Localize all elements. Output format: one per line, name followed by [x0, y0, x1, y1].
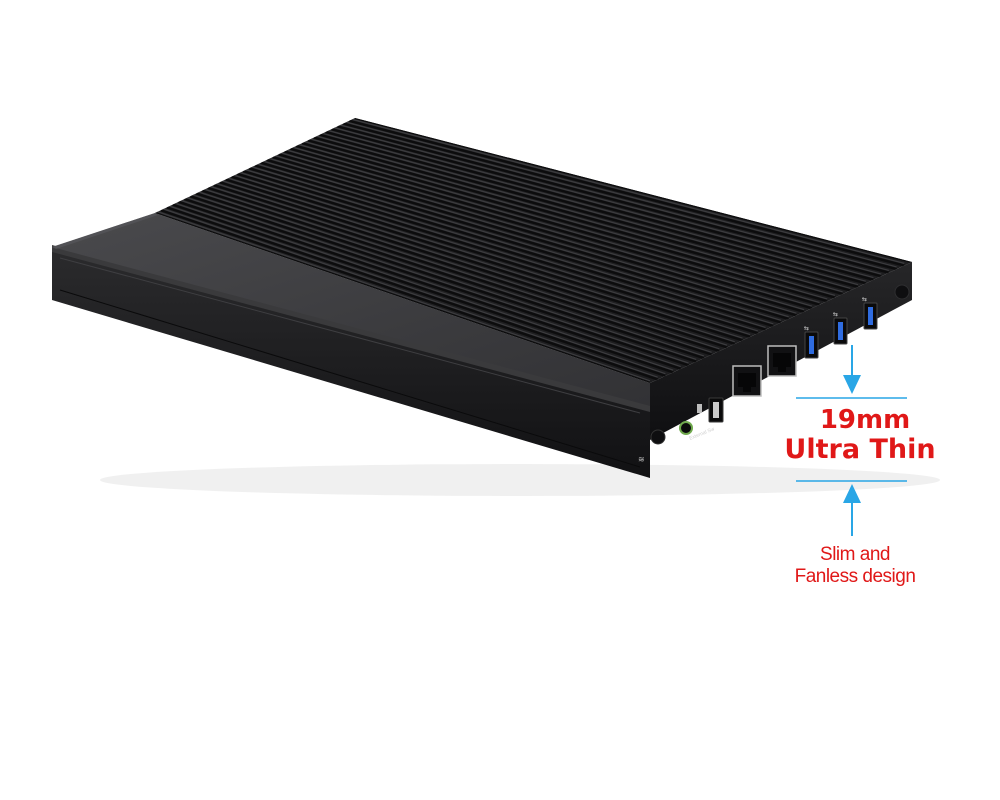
heatsink-fin-highlight: [225, 176, 743, 339]
heatsink-fin-highlight: [207, 185, 720, 350]
heatsink-fin-groove: [248, 167, 774, 328]
heatsink-fin-groove: [242, 169, 766, 331]
heatsink-fin-highlight: [272, 154, 805, 311]
heatsink-fin-groove: [178, 200, 682, 370]
heatsink-fin-groove: [260, 161, 790, 321]
heatsink-fin-highlight: [237, 171, 759, 332]
heatsink-fin-groove: [266, 158, 797, 317]
usb3-port-3[interactable]: [863, 302, 878, 330]
antenna-knob: [894, 284, 910, 300]
audio-jack: [679, 421, 693, 435]
top-panel: [52, 213, 650, 406]
heatsink-fin-highlight: [348, 118, 905, 264]
heatsink-fin-groove: [231, 175, 751, 338]
heatsink-fins: [155, 118, 912, 383]
heatsink-fin-groove: [325, 130, 874, 281]
heatsink-fin-highlight: [231, 173, 751, 336]
heatsink-fin-groove: [166, 206, 666, 378]
ethernet-port-1[interactable]: [732, 365, 762, 397]
thickness-dimension: [796, 345, 907, 536]
heatsink-fin-groove: [284, 150, 820, 306]
heatsink-fin-highlight: [343, 120, 897, 268]
usb3-port-1[interactable]: [804, 331, 819, 359]
heatsink-fin-groove: [337, 125, 890, 274]
heatsink-fin-groove: [342, 122, 897, 271]
heatsink-fin-groove: [278, 153, 813, 310]
usb3-port-2[interactable]: [833, 317, 848, 345]
tagline-line-2: Fanless design: [794, 566, 916, 587]
heatsink-fin-highlight: [178, 199, 682, 368]
heatsink-fin-highlight: [219, 179, 735, 343]
heatsink-fin-highlight: [254, 162, 782, 321]
heatsink-fin-highlight: [213, 182, 728, 346]
heatsink-fin-groove: [272, 155, 805, 313]
heatsink-fin-highlight: [190, 193, 697, 361]
heatsink-fin-highlight: [301, 140, 843, 293]
heatsink-fin-highlight: [260, 159, 789, 318]
ethernet-port-2[interactable]: [767, 345, 797, 377]
heatsink-fin-groove: [195, 192, 705, 360]
heatsink-fin-groove: [295, 144, 836, 299]
heatsink-fin-groove: [313, 136, 859, 289]
heatsink-fin-highlight: [325, 129, 874, 279]
heatsink-fin-groove: [219, 181, 736, 345]
usb-icon: ⇆: [804, 325, 809, 332]
heatsink-fin-highlight: [248, 165, 774, 325]
heatsink-fin-highlight: [319, 131, 866, 282]
thickness-label: Ultra Thin: [784, 434, 936, 465]
heatsink-fin-highlight: [296, 143, 836, 296]
heatsink-fin-groove: [184, 197, 689, 367]
heatsink-fin-highlight: [307, 137, 851, 289]
heatsink-fin-groove: [307, 139, 851, 292]
heatsink-fin-highlight: [290, 145, 828, 300]
heatsink-fin-groove: [172, 203, 674, 374]
heatsink-fin-groove: [254, 164, 782, 324]
device-left-face: [52, 247, 650, 478]
arrow-down-icon: [843, 375, 861, 394]
power-button[interactable]: [650, 429, 666, 445]
heatsink-fin-groove: [160, 209, 659, 381]
heatsink-fin-highlight: [266, 157, 797, 314]
heatsink-fin-highlight: [172, 201, 674, 371]
thickness-value: 19mm: [819, 405, 911, 435]
heatsink-fin-groove: [189, 195, 697, 363]
arrow-up-icon: [843, 484, 861, 503]
heatsink-fin-highlight: [278, 151, 812, 307]
heatsink-fin-groove: [331, 128, 882, 278]
heatsink-fin-groove: [225, 178, 743, 342]
heatsink-fin-highlight: [201, 187, 712, 353]
heatsink-fin-highlight: [331, 126, 882, 275]
usb-icon: ⇆: [833, 311, 838, 318]
heatsink-fin-highlight: [184, 196, 689, 364]
heatsink-fin-groove: [348, 119, 905, 267]
heatsink-fin-highlight: [337, 123, 890, 272]
heatsink-fin-highlight: [284, 148, 820, 304]
heatsink-fin-highlight: [243, 168, 766, 328]
io-panel: External Sw: [638, 284, 910, 464]
heatsink-fin-groove: [213, 183, 728, 349]
heatsink-fin-highlight: [166, 204, 666, 375]
heatsink-fin-groove: [237, 172, 759, 335]
reset-switch[interactable]: [697, 404, 702, 413]
heatsink-fin-highlight: [160, 207, 658, 378]
heatsink-fin-groove: [201, 189, 713, 356]
usb-icon: ⇆: [862, 296, 867, 303]
heatsink-fin-groove: [289, 147, 828, 303]
heatsink-fin-groove: [207, 186, 720, 353]
heatsink-fin-groove: [301, 141, 843, 296]
wifi-icon: ≋: [638, 455, 645, 464]
tagline-line-1: Slim and: [820, 544, 890, 565]
heatsink-fin-highlight: [155, 210, 651, 382]
heatsink-fin-highlight: [195, 190, 705, 357]
heatsink-fin-groove: [319, 133, 867, 285]
heatsink-fin-highlight: [313, 134, 859, 286]
